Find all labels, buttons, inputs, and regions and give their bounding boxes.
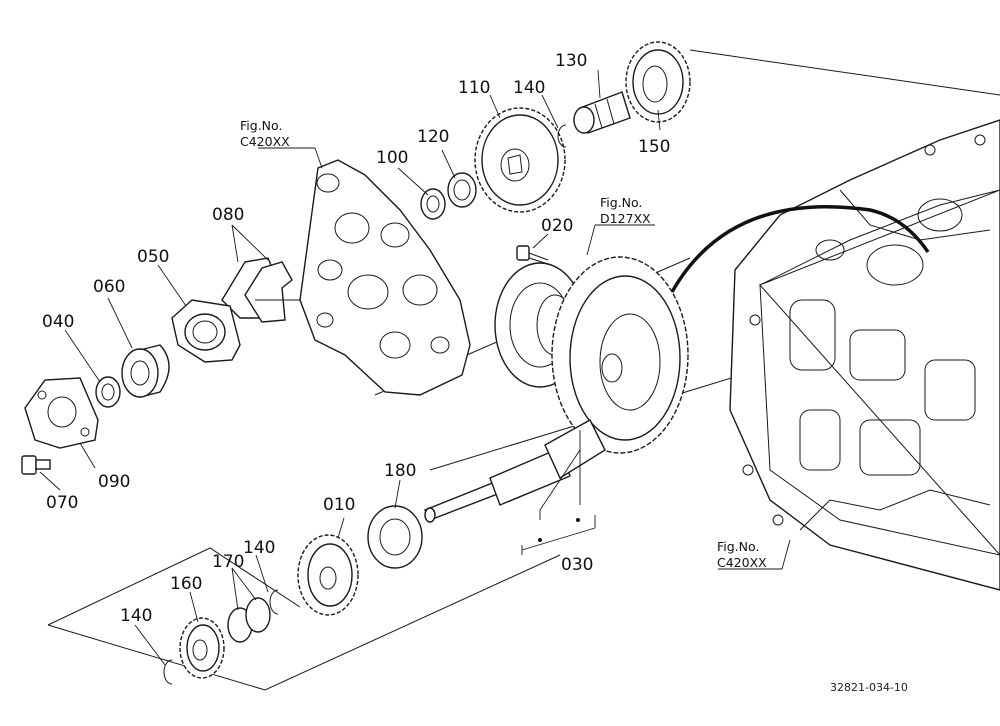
label-040: 040 [42, 312, 74, 332]
label-050: 050 [137, 247, 169, 267]
drawing-number: 32821-034-10 [830, 681, 908, 694]
label-020: 020 [541, 216, 573, 236]
pinion-shaft-030 [424, 419, 606, 523]
label-100: 100 [376, 148, 408, 168]
label-160: 160 [170, 574, 202, 594]
sleeve-130 [573, 91, 631, 134]
label-110: 110 [458, 78, 490, 98]
label-180: 180 [384, 461, 416, 481]
needle-bearings-170 [227, 597, 271, 643]
bolt-070 [21, 455, 51, 475]
label-140-bottom: 140 [120, 606, 152, 626]
leader-lines [39, 69, 791, 666]
svg-text:D127XX: D127XX [600, 211, 651, 226]
bearing-180 [367, 505, 423, 569]
ring-gear [551, 256, 689, 454]
needle-bearing-120 [447, 172, 477, 208]
figure-reference-left: Fig.No. C420XX [240, 118, 290, 149]
transmission-case [729, 119, 1000, 591]
bolt-020 [516, 245, 549, 265]
label-140-top: 140 [513, 78, 545, 98]
snap-ring-140-top [557, 124, 567, 148]
snap-ring-140-mid [269, 589, 279, 615]
label-030: 030 [561, 555, 593, 575]
figure-reference-center: Fig.No. D127XX [600, 195, 651, 226]
gear-110 [474, 107, 566, 213]
label-080: 080 [212, 205, 244, 225]
bearing-housing-050 [171, 299, 241, 363]
washer-100 [420, 188, 446, 220]
side-cover-plate [299, 159, 471, 396]
svg-text:Fig.No.: Fig.No. [240, 118, 282, 133]
label-170: 170 [212, 552, 244, 572]
svg-text:Fig.No.: Fig.No. [717, 539, 759, 554]
bearing-060 [121, 344, 170, 398]
figure-reference-right: Fig.No. C420XX [717, 539, 767, 570]
svg-text:C420XX: C420XX [717, 555, 767, 570]
label-120: 120 [417, 127, 449, 147]
seal-040 [95, 376, 121, 408]
label-070: 070 [46, 493, 78, 513]
shift-forks [221, 257, 300, 323]
gear-160 [179, 617, 225, 679]
snap-ring-140-bottom [163, 659, 173, 685]
label-090: 090 [98, 472, 130, 492]
gear-010 [297, 534, 359, 616]
cover-plate-090 [24, 377, 99, 449]
label-060: 060 [93, 277, 125, 297]
label-130: 130 [555, 51, 587, 71]
part-labels: 010 020 030 040 050 060 070 080 090 100 … [42, 51, 670, 626]
svg-text:C420XX: C420XX [240, 134, 290, 149]
label-140-mid: 140 [243, 538, 275, 558]
svg-text:Fig.No.: Fig.No. [600, 195, 642, 210]
assembly-arrow [670, 205, 930, 293]
label-150: 150 [638, 137, 670, 157]
label-010: 010 [323, 495, 355, 515]
